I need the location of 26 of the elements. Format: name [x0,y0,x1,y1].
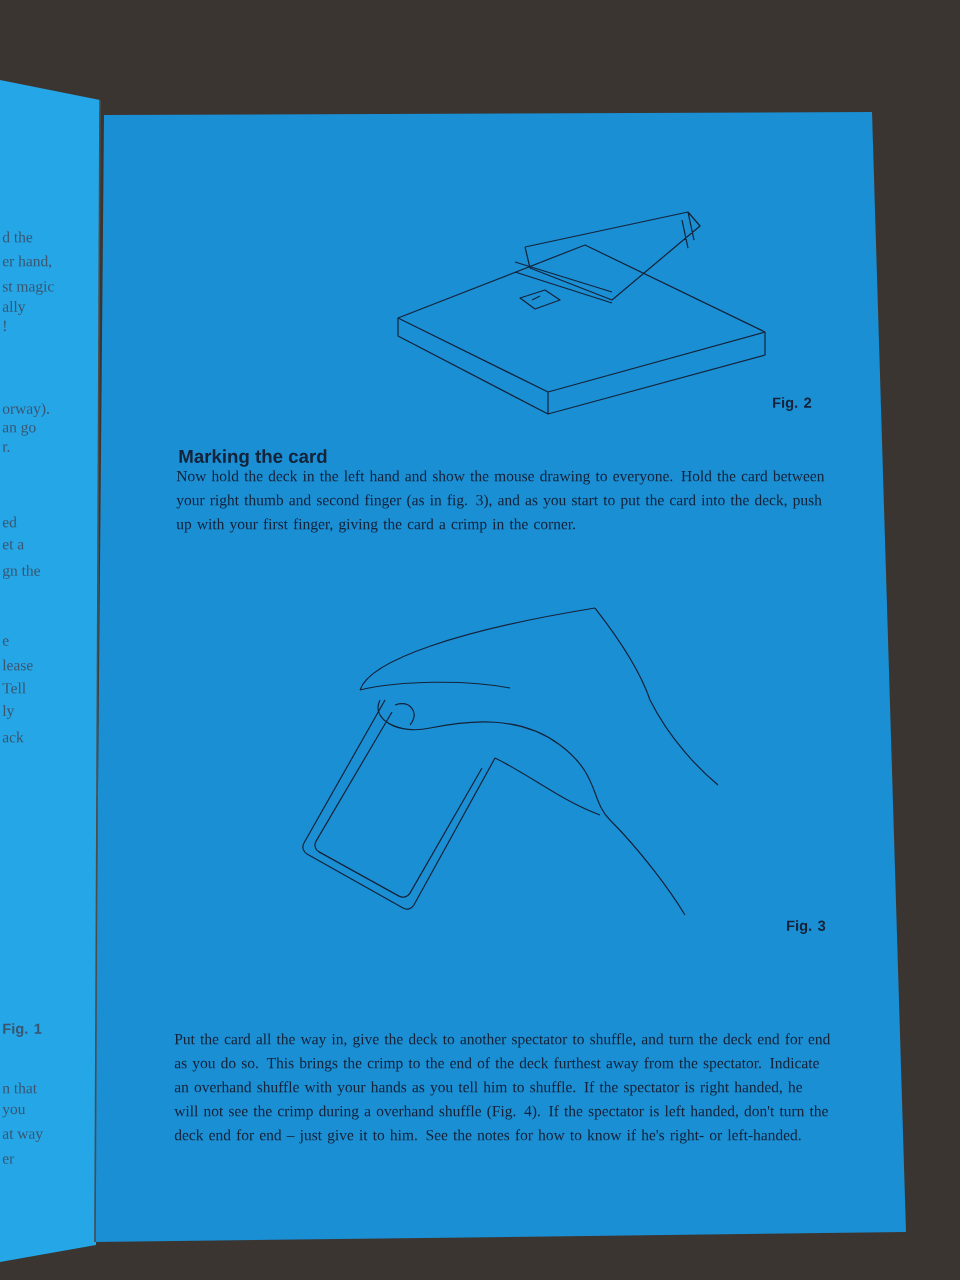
text-fragment: an go [2,424,36,436]
text-fragment: r. [2,444,10,452]
text-fragment: you [2,1106,26,1118]
text-fragment: orway). [2,402,49,418]
text-fragment: ly [2,705,15,720]
text-fragment: ed [2,516,17,528]
text-fragment: ack [2,731,24,743]
text-fragment: ! [3,320,6,332]
text-fragment: e [2,638,9,646]
text-fragment: er [2,1156,15,1164]
figure-label: Fig. 3 [787,920,826,934]
body-text: Now hold the deck in the left hand and show the mouse drawing to everyone. Hold the card between your right thumb and second finger (as in fig. 3), and as you start to put the card into the deck, push up with your first finger, giving the card a crimp in the corner. [176,470,825,533]
text-fragment: Tell [2,682,26,694]
text-fragment: et a [2,540,24,550]
text-fragment: ally [2,300,26,316]
text-fragment: d the [2,231,33,243]
text-fragment: n that [2,1082,37,1094]
text-fragment: st magic [2,281,54,295]
text-fragment: at way [2,1130,43,1143]
text-fragment: gn the [2,564,40,580]
text-fragment: er hand, [2,255,52,269]
body-text: Put the card all the way in, give the deck to another spectator to shuffle, and turn the deck end for end as you do so. This brings the crimp to the end of the deck furthest away from the spectator. Indicate an overhand shuffle with your hands as you tell him to shuffle. If the spectator is right handed, he will not see the crimp during a overhand shuffle (Fig. 4). If the spectator is left handed, don't turn the deck end for end – just give it to him. See the notes for how to know if he's right- or left-handed. [174,1033,831,1144]
text-fragment: lease [2,659,33,671]
figure-label: Fig. 1 [3,1023,42,1037]
section-heading: Marking the card [179,449,327,467]
figure-label: Fig. 2 [773,397,812,411]
